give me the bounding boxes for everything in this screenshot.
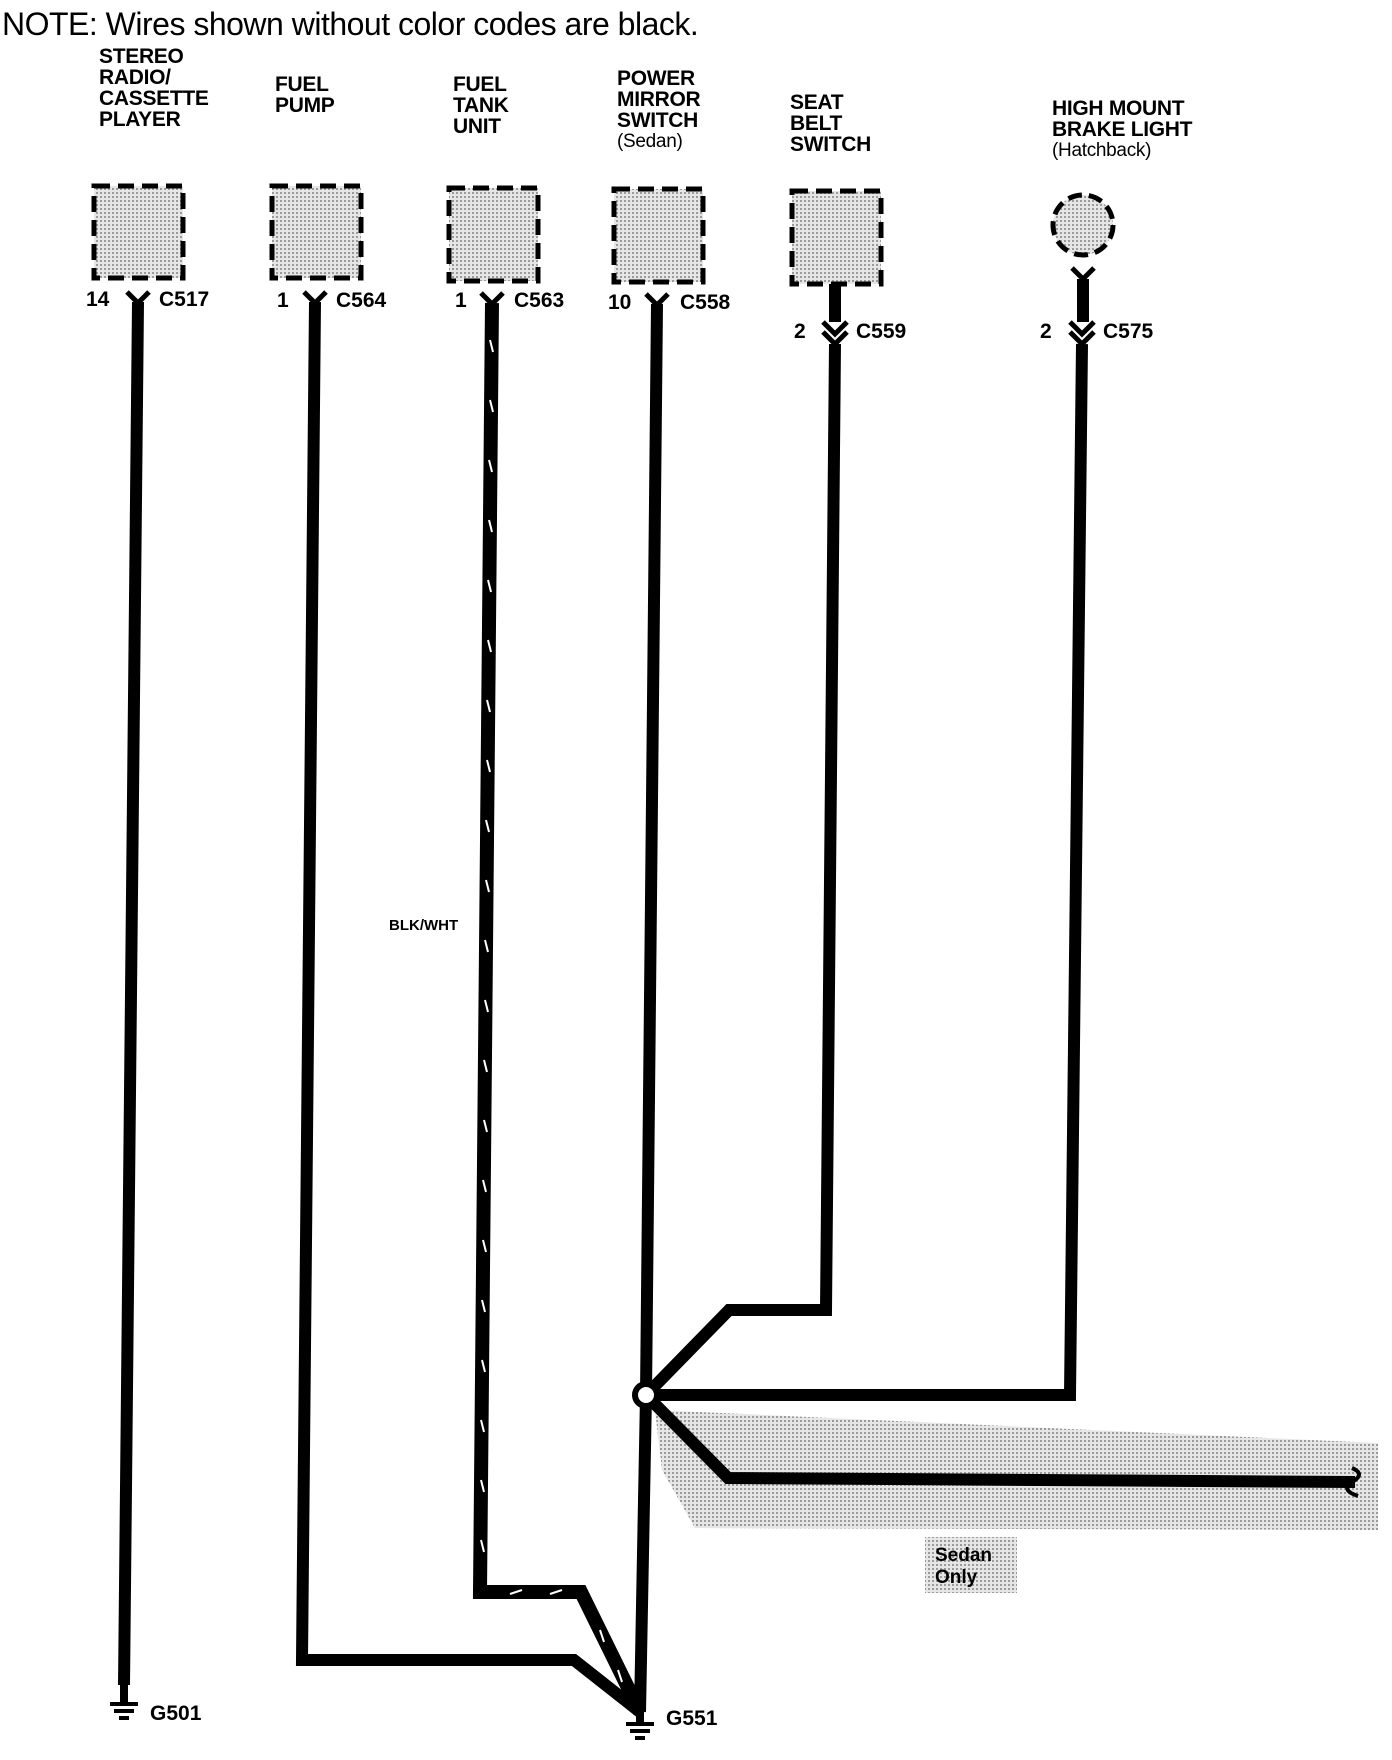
wire-sedan-only-branch [641,1390,1356,1488]
pin-number-fuel-tank: 1 [455,289,467,312]
connector-c575-symbol [1068,320,1096,348]
sedan-only-box [925,1537,1017,1593]
ground-g501-symbol [110,1685,138,1720]
stereo-radio-component [91,183,186,281]
sedan-only-shade [655,1410,1378,1530]
connector-c558-label: C558 [680,291,731,314]
wire-stripe-marks [480,339,623,1683]
connector-c559-symbol [821,320,849,348]
splice-point [632,1381,660,1409]
label-high-mount-brake-light: HIGH MOUNT BRAKE LIGHT (Hatchback) [1052,97,1193,161]
pin-number-power-mirror: 10 [608,291,631,314]
connector-c517-label: C517 [159,288,209,311]
connector-c564-label: C564 [336,289,387,312]
pin-number-seat-belt: 2 [794,320,806,343]
wire-stereo-to-g501 [118,301,144,1686]
wire-continuation-mark [1345,1466,1361,1498]
label-stereo-radio: STEREO RADIO/ CASSETTE PLAYER [99,45,209,131]
pin-number-fuel-pump: 1 [277,289,289,312]
ground-g551-label: G551 [666,1707,718,1730]
sedan-only-label-line1: Sedan [935,1545,992,1566]
label-seat-belt-switch: SEAT BELT SWITCH [790,91,872,156]
pin-number-brake-light: 2 [1040,320,1052,343]
wire-power-mirror-to-g551 [634,303,663,1713]
ground-g501-label: G501 [150,1702,202,1725]
brake-light-lead-symbol [1070,266,1096,283]
connector-c558-symbol [644,292,670,309]
fuel-tank-unit-component [446,185,541,284]
ground-g551-symbol [626,1712,654,1740]
connector-c559-label: C559 [856,320,906,343]
power-mirror-switch-component [611,186,706,285]
seat-belt-switch-component [789,188,884,287]
connector-c517-symbol [125,290,151,307]
sedan-only-label-line2: Only [935,1567,978,1588]
wire-fuel-pump-to-g551 [295,301,644,1717]
wire-brake-light-to-splice [646,343,1088,1401]
wire-color-label: BLK/WHT [389,917,458,934]
wire-fuel-tank-to-g551 [472,302,647,1716]
connector-c564-symbol [302,290,328,307]
label-power-mirror-switch: POWER MIRROR SWITCH (Sedan) [617,67,701,152]
connector-c575-label: C575 [1103,320,1154,343]
wire-seat-belt-to-splice [641,343,841,1400]
label-fuel-tank-unit: FUEL TANK UNIT [453,73,509,138]
label-fuel-pump: FUEL PUMP [275,73,335,117]
connector-c563-symbol [479,291,505,308]
diagram-note: NOTE: Wires shown without color codes ar… [2,6,699,42]
fuel-pump-component [269,183,364,281]
pin-number-stereo: 14 [86,288,110,311]
high-mount-brake-light-component [1050,192,1116,258]
connector-c563-label: C563 [514,289,564,312]
